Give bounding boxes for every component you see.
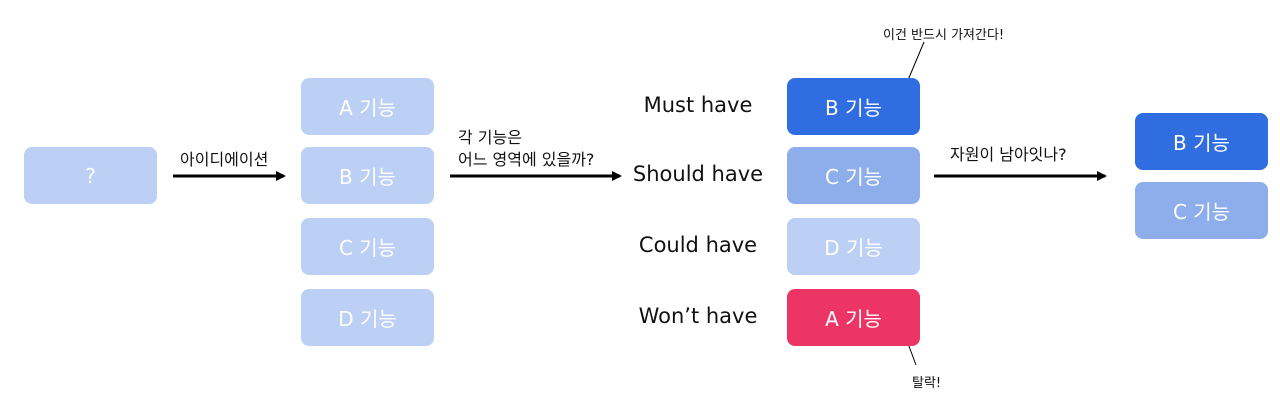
source-box: ?: [24, 147, 157, 204]
feature-box-a: A 기능: [301, 78, 434, 135]
classify-label-line1: 각 기능은: [458, 128, 522, 147]
feature-box-d: D 기능: [301, 289, 434, 346]
classify-label-line2: 어느 영역에 있을까?: [458, 150, 595, 169]
priority-label-must: Must have: [643, 93, 753, 117]
priority-box-should: C 기능: [787, 147, 920, 204]
result-box-c: C 기능: [1135, 182, 1268, 239]
note-must-keep: 이건 반드시 가져간다!: [883, 28, 1005, 43]
priority-label-should: Should have: [632, 162, 764, 186]
priority-label-wont: Won’t have: [638, 304, 758, 328]
priority-box-wont: A 기능: [787, 289, 920, 346]
feature-box-b: B 기능: [301, 147, 434, 204]
priority-box-could: D 기능: [787, 218, 920, 275]
priority-box-must: B 기능: [787, 78, 920, 135]
note-dropped: 탈락!: [912, 376, 942, 391]
feature-box-c: C 기능: [301, 218, 434, 275]
resources-label: 자원이 남아잇나?: [950, 145, 1067, 164]
ideation-label: 아이디에이션: [180, 150, 269, 169]
result-box-b: B 기능: [1135, 113, 1268, 170]
priority-label-could: Could have: [638, 233, 758, 257]
